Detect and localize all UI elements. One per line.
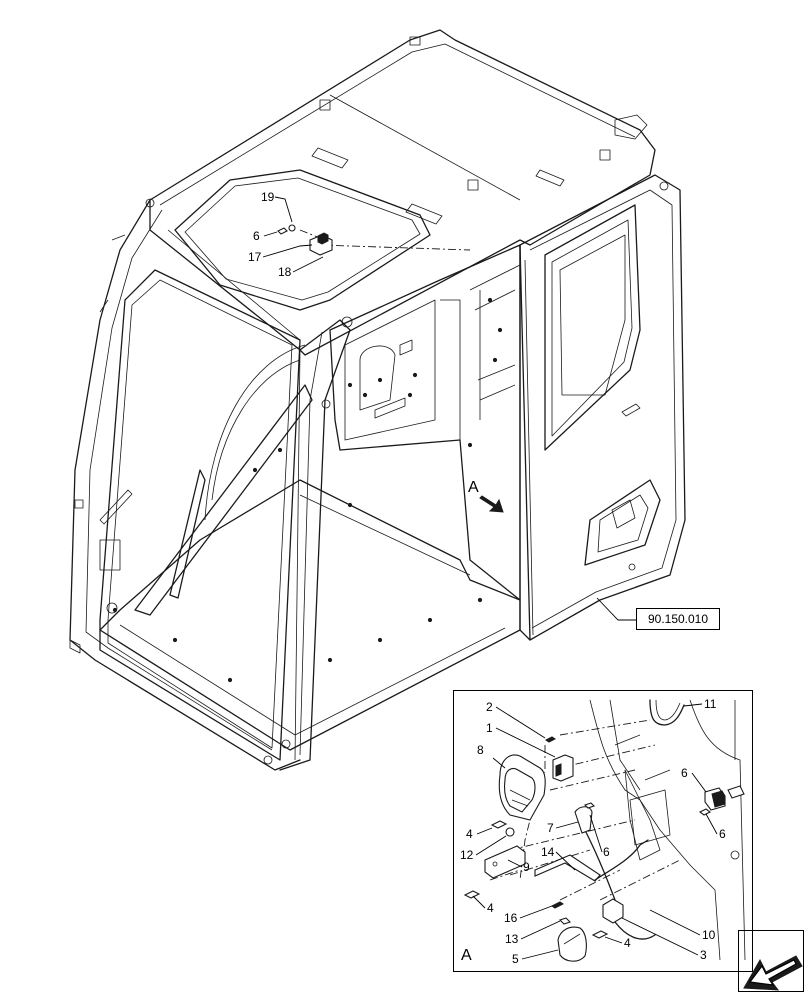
callout-12: 11 <box>704 697 717 711</box>
callout-4-a: 4 <box>466 827 473 841</box>
view-a-label: A <box>468 479 479 496</box>
callout-6-a: 6 <box>603 845 610 859</box>
next-page-arrow-icon[interactable] <box>743 955 803 991</box>
callout-8: 7 <box>547 821 554 835</box>
callout-19: 19 <box>261 190 275 204</box>
reference-leader <box>596 597 636 621</box>
callout-5: 5 <box>512 952 519 966</box>
callout-4-b: 4 <box>487 901 494 915</box>
callout-1: 1 <box>486 721 493 735</box>
callout-15: 14 <box>541 845 555 859</box>
callout-13: 12 <box>460 848 474 862</box>
view-a-marker: A <box>468 479 504 513</box>
callout-3: 3 <box>700 948 707 962</box>
callout-14: 13 <box>505 932 519 946</box>
callout-6-b: 6 <box>719 827 726 841</box>
cab-callouts: 19 6 17 18 <box>248 190 324 279</box>
callout-6-roof: 6 <box>253 229 260 243</box>
callout-16: 16 <box>504 911 518 925</box>
callout-18: 18 <box>278 265 292 279</box>
callout-17: 17 <box>248 250 262 264</box>
detail-view-label: A <box>461 947 472 964</box>
callout-7: 6 <box>681 766 688 780</box>
callout-10: 10 <box>702 928 716 942</box>
callout-2: 2 <box>486 700 493 714</box>
detail-view-a: 2 1 8 4 12 7 6 14 9 4 16 13 5 4 3 10 11 … <box>460 697 746 966</box>
next-page-button[interactable] <box>738 930 804 992</box>
roof-latch-parts <box>277 224 333 256</box>
callout-9: 9 <box>523 860 530 874</box>
reference-label[interactable]: 90.150.010 <box>636 608 720 630</box>
callout-4-c: 4 <box>624 936 631 950</box>
cab-frame <box>69 29 686 771</box>
callout-11: 8 <box>477 743 484 757</box>
detail-view-frame <box>453 690 753 972</box>
